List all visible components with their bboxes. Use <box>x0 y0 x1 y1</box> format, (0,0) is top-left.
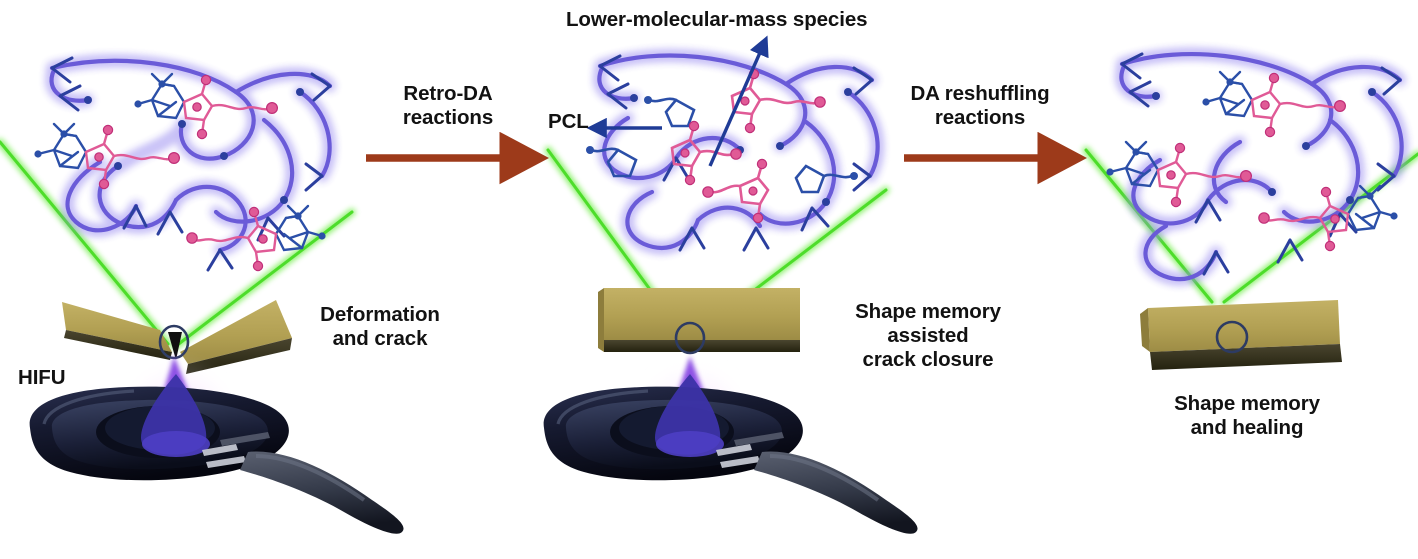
furan-fragment <box>794 164 858 194</box>
da-adduct <box>1202 70 1346 138</box>
furan-fragment <box>644 96 696 128</box>
hifu-transducer <box>543 374 918 534</box>
label-lower-molecular-mass-species: Lower-molecular-mass species <box>566 8 868 31</box>
label-shape-memory-and-healing: Shape memory and healing <box>1174 392 1320 440</box>
label-da-reshuffling-reactions: DA reshuffling reactions <box>910 82 1050 130</box>
sample-bent-cracked <box>62 300 292 374</box>
da-adduct <box>134 72 278 140</box>
panel-right <box>1082 49 1418 370</box>
label-shape-memory-assisted-crack-closure: Shape memory assisted crack closure <box>855 300 1001 372</box>
da-adduct <box>34 122 180 190</box>
da-adduct <box>186 204 326 272</box>
polymer-network-right <box>1106 49 1407 284</box>
label-retro-da-reactions: Retro-DA reactions <box>402 82 494 130</box>
pointer-lmm-arrow <box>708 35 769 167</box>
hifu-transducer <box>29 374 404 534</box>
maleimide-fragment <box>670 120 742 186</box>
label-deformation-and-crack: Deformation and crack <box>320 303 440 351</box>
polymer-network-middle <box>586 35 883 253</box>
sample-flat-closing <box>598 288 800 355</box>
da-adduct <box>1258 184 1398 252</box>
maleimide-fragment <box>730 68 826 134</box>
polymer-network-left <box>34 56 335 272</box>
label-hifu: HIFU <box>18 366 66 389</box>
maleimide-fragment <box>702 158 770 224</box>
sample-flat-healed <box>1140 300 1342 370</box>
callout-lines-right <box>1082 146 1418 306</box>
panel-left <box>0 56 404 534</box>
panel-middle <box>543 35 918 534</box>
label-pcl: PCL <box>548 110 589 133</box>
